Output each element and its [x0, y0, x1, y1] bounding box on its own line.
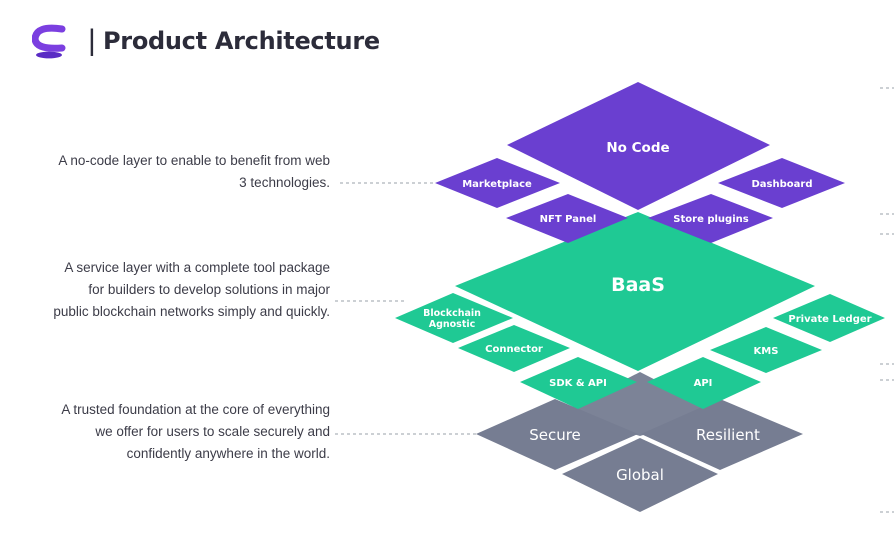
- blockchain-label: Blockchain: [423, 308, 481, 319]
- foundation-description-line: A trusted foundation at the core of ever…: [61, 402, 330, 417]
- foundation-layer: Secure Resilient Global: [476, 372, 803, 512]
- foundation-description-line: confidently anywhere in the world.: [126, 446, 330, 461]
- nft-panel-label: NFT Panel: [540, 214, 597, 225]
- brand-logo-icon: [32, 24, 66, 59]
- baas-label: BaaS: [611, 274, 665, 296]
- kms-label: KMS: [754, 346, 779, 357]
- blockchain-agnostic-tile: [395, 293, 513, 343]
- connector-tile: [458, 325, 570, 372]
- global-label: Global: [616, 466, 664, 484]
- sdk-api-tile: [520, 357, 637, 409]
- no-code-label: No Code: [606, 140, 669, 156]
- global-tile: [562, 438, 718, 512]
- no-code-layer: No Code Marketplace NFT Panel Store plug…: [435, 82, 845, 243]
- api-tile: [647, 357, 761, 409]
- baas-description-line: public blockchain networks simply and qu…: [53, 304, 330, 319]
- no-code-description-line: A no-code layer to enable to benefit fro…: [58, 153, 330, 168]
- nft-panel-tile: [506, 194, 628, 243]
- baas-description: A service layer with a complete tool pac…: [0, 257, 330, 323]
- baas-main-tile: [455, 212, 815, 371]
- store-plugins-tile: [648, 194, 773, 243]
- connector-label: Connector: [485, 344, 543, 355]
- resilient-label: Resilient: [696, 426, 760, 444]
- secure-tile: [476, 399, 638, 470]
- dashboard-label: Dashboard: [752, 179, 813, 190]
- page-title: Product Architecture: [103, 27, 380, 55]
- foundation-description-line: we offer for users to scale securely and: [95, 424, 330, 439]
- resilient-tile: [641, 399, 803, 470]
- marketplace-label: Marketplace: [462, 179, 532, 190]
- store-plugins-label: Store plugins: [673, 214, 748, 225]
- no-code-main-tile: [507, 82, 770, 210]
- api-label: API: [694, 378, 713, 389]
- private-ledger-label: Private Ledger: [788, 314, 871, 325]
- foundation-description: A trusted foundation at the core of ever…: [0, 399, 330, 465]
- header-separator: |: [88, 24, 96, 57]
- sdk-api-label: SDK & API: [549, 378, 607, 389]
- baas-description-line: for builders to develop solutions in maj…: [88, 282, 330, 297]
- baas-description-line: A service layer with a complete tool pac…: [64, 260, 330, 275]
- private-ledger-tile: [773, 294, 885, 342]
- secure-label: Secure: [529, 426, 581, 444]
- agnostic-label: Agnostic: [429, 319, 476, 330]
- no-code-description-line: 3 technologies.: [239, 175, 330, 190]
- baas-layer: BaaS Blockchain Agnostic Connector SDK &…: [395, 212, 885, 409]
- no-code-description: A no-code layer to enable to benefit fro…: [0, 150, 330, 194]
- kms-tile: [710, 327, 822, 373]
- dashboard-tile: [718, 158, 845, 208]
- marketplace-tile: [435, 158, 560, 208]
